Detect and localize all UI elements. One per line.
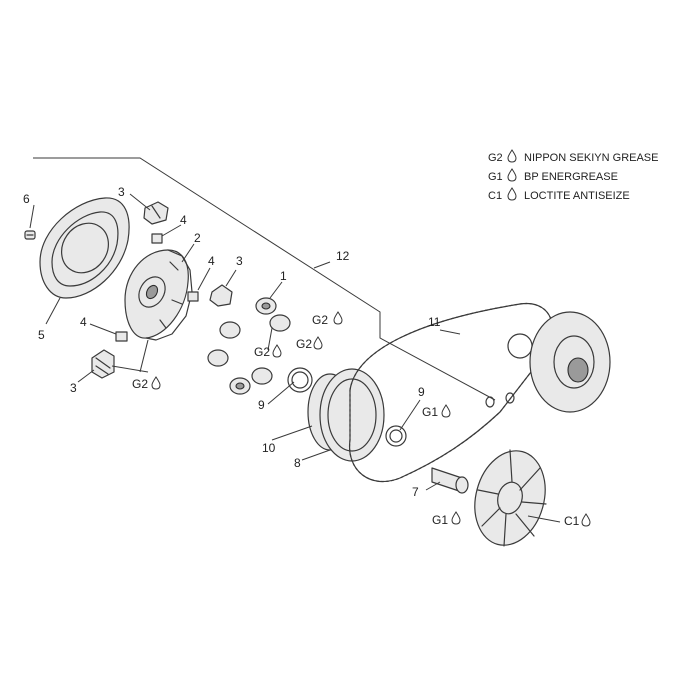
callout-7: 7 bbox=[412, 485, 419, 499]
part-4-guide-left bbox=[115, 331, 128, 342]
part-9-ring-left bbox=[287, 367, 313, 393]
drop-icon bbox=[151, 376, 161, 390]
legend-text: BP ENERGREASE bbox=[524, 171, 618, 183]
part-2-drive-face bbox=[124, 249, 193, 341]
fan-pulley bbox=[474, 449, 547, 547]
part-5-cover bbox=[39, 197, 130, 299]
washers bbox=[485, 392, 515, 408]
legend-text: NIPPON SEKIYN GREASE bbox=[524, 152, 658, 164]
callout-3-right: 3 bbox=[236, 254, 243, 268]
callouts: 6 5 3 4 2 4 3 4 3 1 9 10 8 9 12 11 7 bbox=[23, 185, 441, 499]
callout-4-right: 4 bbox=[208, 254, 215, 268]
legend-row-c1: C1 LOCTITE ANTISEIZE bbox=[488, 187, 630, 202]
part-7-bushing bbox=[431, 467, 469, 494]
part-3-slide-top bbox=[143, 201, 169, 225]
drop-icon bbox=[313, 336, 323, 350]
legend-code: C1 bbox=[488, 190, 502, 202]
part-3-slide-right bbox=[209, 284, 233, 307]
drop-icon bbox=[507, 149, 517, 163]
drop-icon bbox=[507, 168, 517, 182]
part-3-slide-left bbox=[91, 349, 115, 379]
callout-12: 12 bbox=[336, 249, 350, 263]
callout-4-top: 4 bbox=[180, 213, 187, 227]
drop-icon bbox=[272, 344, 282, 358]
callout-3-top: 3 bbox=[118, 185, 125, 199]
part-1-rollers bbox=[207, 297, 291, 395]
callout-11: 11 bbox=[428, 315, 441, 329]
part-6-screw bbox=[24, 230, 36, 240]
lube-g2-rollers: G2 bbox=[254, 345, 270, 359]
callout-6: 6 bbox=[23, 192, 30, 206]
drop-icon bbox=[451, 511, 461, 525]
drop-icon bbox=[507, 187, 517, 201]
callout-9-left: 9 bbox=[258, 398, 265, 412]
legend-code: G2 bbox=[488, 152, 503, 164]
callout-1: 1 bbox=[280, 269, 287, 283]
drop-icon bbox=[581, 513, 591, 527]
callout-8: 8 bbox=[294, 456, 301, 470]
callout-9-right: 9 bbox=[418, 385, 425, 399]
assembly-frame bbox=[33, 157, 496, 401]
drop-icon bbox=[333, 311, 343, 325]
lube-g1-bushing: G1 bbox=[432, 513, 448, 527]
callout-2: 2 bbox=[194, 231, 201, 245]
part-9-ring-right bbox=[385, 425, 407, 447]
legend-code: G1 bbox=[488, 171, 503, 183]
lube-g1-ring: G1 bbox=[422, 405, 438, 419]
lube-g2-ring: G2 bbox=[296, 337, 312, 351]
legend-text: LOCTITE ANTISEIZE bbox=[524, 190, 630, 202]
callout-10: 10 bbox=[262, 441, 276, 455]
lube-g2-left: G2 bbox=[132, 377, 148, 391]
callout-5: 5 bbox=[38, 328, 45, 342]
callout-3-left: 3 bbox=[70, 381, 77, 395]
part-4-guide-right bbox=[187, 291, 199, 302]
driven-pulley bbox=[529, 311, 611, 413]
lube-g2-top: G2 bbox=[312, 313, 328, 327]
leader-lines bbox=[29, 193, 561, 523]
lube-c1-pulley: C1 bbox=[564, 514, 580, 528]
callout-4-left: 4 bbox=[80, 315, 87, 329]
drop-icon bbox=[441, 404, 451, 418]
lubricant-legend: G2 NIPPON SEKIYN GREASE G1 BP ENERGREASE… bbox=[488, 149, 658, 202]
legend-row-g2: G2 NIPPON SEKIYN GREASE bbox=[488, 149, 658, 164]
lubricant-labels: G2 G2 G2 G2 G1 G1 C1 bbox=[132, 311, 591, 528]
legend-row-g1: G1 BP ENERGREASE bbox=[488, 168, 618, 183]
part-4-guide-top bbox=[151, 233, 163, 244]
